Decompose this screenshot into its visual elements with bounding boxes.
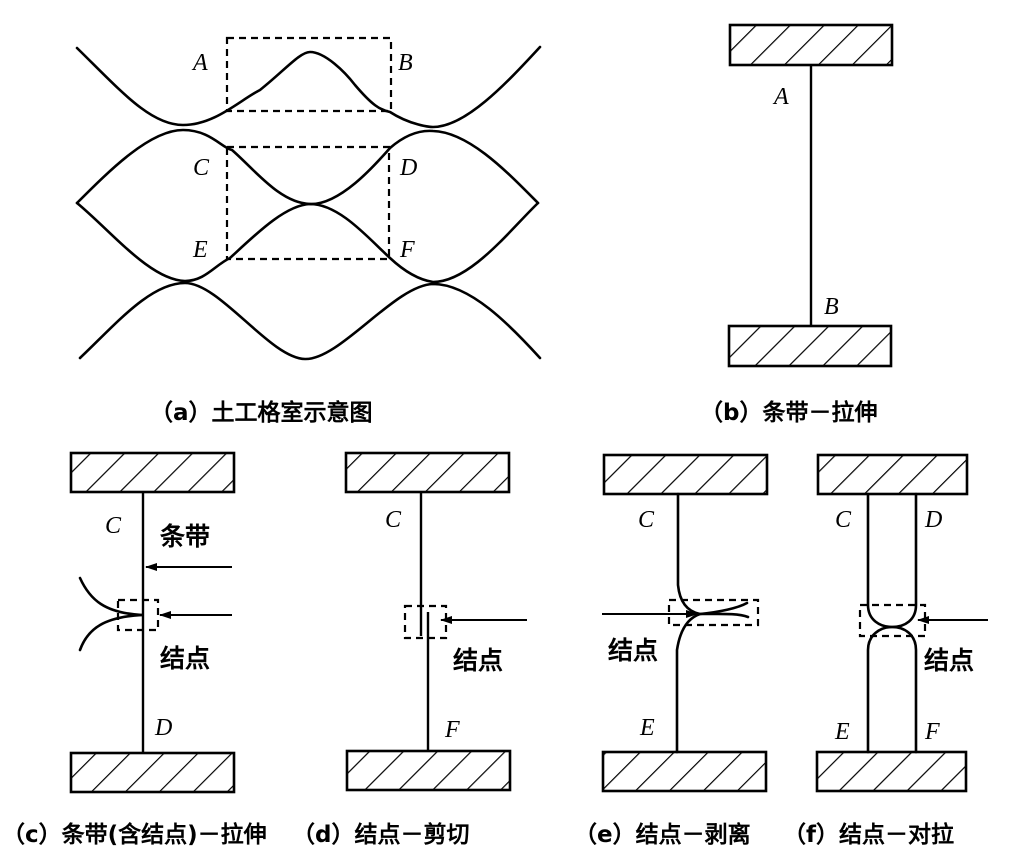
caption-b: （b）条带－拉伸 [700, 399, 877, 426]
point-label-F: F [924, 719, 940, 745]
point-label-D: D [154, 715, 172, 741]
point-label-D: D [924, 507, 942, 533]
clamp-bottom [601, 750, 768, 793]
clamp-bottom [815, 750, 968, 793]
geocell-strip-3 [75, 201, 540, 284]
point-label-C: C [638, 507, 655, 533]
panel-b-strip-tension: A B （b）条带－拉伸 [700, 23, 894, 426]
point-label-A: A [191, 50, 208, 76]
clamp-top [816, 453, 969, 496]
annotation-joint: 结点 [160, 644, 210, 673]
clamp-top [344, 451, 511, 494]
panel-e-joint-peeling: C E 结点 （e）结点－剥离 [574, 453, 769, 848]
panel-a-geocell-diagram: A B C D E F （a）土工格室示意图 [75, 36, 542, 426]
dashed-region-CDEF [225, 145, 391, 261]
clamp-bottom [345, 749, 512, 792]
strip-upper-peeled [676, 492, 750, 619]
point-label-C: C [105, 513, 122, 539]
point-label-B: B [398, 50, 413, 76]
strip-lower-loop [866, 625, 918, 754]
geocell-strip-top [75, 45, 542, 129]
point-label-D: D [399, 155, 417, 181]
panel-f-joint-opposite-pull: C D E F 结点 （f）结点－对拉 [783, 453, 988, 848]
strip-upper-loop [866, 492, 918, 629]
point-label-F: F [399, 237, 415, 263]
clamp-bottom [727, 324, 893, 368]
joint-curve-lower [78, 613, 144, 652]
clamp-bottom [69, 751, 236, 794]
dashed-joint-region [403, 604, 448, 640]
annotation-joint: 结点 [924, 646, 974, 675]
clamp-top [602, 453, 769, 496]
geocell-strip-bottom [78, 281, 542, 361]
geocell-strip-2 [75, 128, 540, 206]
dashed-joint-region [116, 598, 160, 632]
strip-lower-peeled [675, 601, 749, 754]
point-label-E: E [639, 715, 655, 741]
panel-d-joint-shear: C F 结点 （d）结点－剪切 [292, 451, 527, 848]
point-label-B: B [824, 294, 839, 320]
point-label-A: A [772, 84, 789, 110]
point-label-C: C [385, 507, 402, 533]
joint-curve-upper [78, 576, 144, 617]
dashed-region-AB [225, 36, 393, 113]
annotation-joint: 结点 [608, 636, 658, 665]
caption-c: （c）条带(含结点)－拉伸 [2, 821, 267, 848]
clamp-top [69, 451, 236, 494]
panel-c-strip-with-joint-tension: C D 条带 结点 （c）条带(含结点)－拉伸 [2, 451, 267, 848]
point-label-C: C [835, 507, 852, 533]
point-label-E: E [834, 719, 850, 745]
caption-d: （d）结点－剪切 [292, 821, 469, 848]
caption-e: （e）结点－剥离 [574, 821, 751, 848]
point-label-C: C [193, 155, 210, 181]
annotation-strip: 条带 [160, 522, 210, 551]
annotation-joint: 结点 [453, 646, 503, 675]
caption-a: （a）土工格室示意图 [150, 399, 373, 426]
dashed-joint-region [667, 598, 760, 627]
caption-f: （f）结点－对拉 [783, 821, 954, 848]
point-label-E: E [192, 237, 208, 263]
clamp-top [728, 23, 894, 67]
point-label-F: F [444, 717, 460, 743]
